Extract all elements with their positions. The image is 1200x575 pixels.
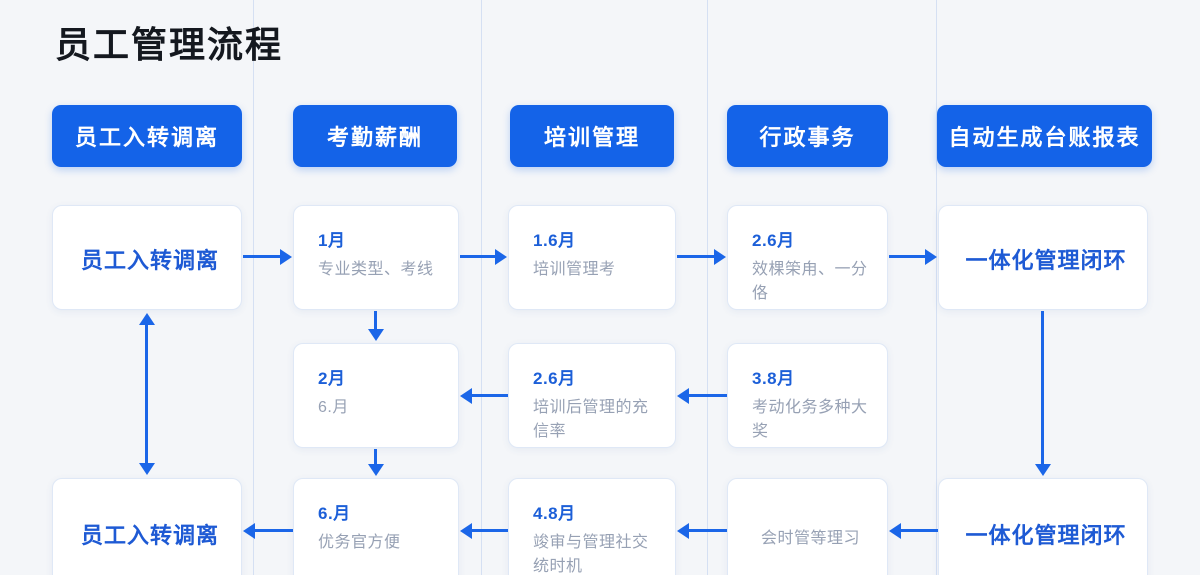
arrow-right-icon <box>243 255 281 258</box>
column-divider <box>936 0 937 575</box>
arrow-left-icon <box>900 529 938 532</box>
card-desc: 培训管理考 <box>533 261 616 278</box>
column-header-attendance-payroll[interactable]: 考勤薪酬 <box>293 105 457 167</box>
flow-card-r3c1: 员工入转调离 <box>52 478 242 575</box>
column-divider <box>481 0 482 575</box>
flow-card-r3c4: 会时管等理习 <box>727 478 888 575</box>
card-desc: 优务官方便 <box>318 534 401 551</box>
flow-card-r2c2: 2月 6.月 <box>293 343 459 448</box>
arrow-right-icon <box>677 255 715 258</box>
card-text: 员工入转调离 <box>80 523 219 548</box>
card-title: 4.8月 <box>533 504 576 523</box>
card-title: 2.6月 <box>752 231 795 250</box>
page-title: 员工管理流程 <box>55 24 284 65</box>
flow-card-r1c5: 一体化管理闭环 <box>938 205 1148 310</box>
column-header-training[interactable]: 培训管理 <box>510 105 674 167</box>
flow-card-r1c3: 1.6月 培训管理考 <box>508 205 676 310</box>
arrow-down-icon <box>374 449 377 465</box>
arrow-vertical-double-icon <box>145 324 148 464</box>
arrow-left-icon <box>254 529 293 532</box>
card-desc: 竣审与管理社交统时机 <box>533 534 649 575</box>
column-header-auto-ledger-report[interactable]: 自动生成台账报表 <box>937 105 1152 167</box>
card-title: 1月 <box>318 231 346 250</box>
arrow-down-icon <box>374 311 377 330</box>
flow-card-r3c5: 一体化管理闭环 <box>938 478 1148 575</box>
flow-card-r1c2: 1月 专业类型、考线 <box>293 205 459 310</box>
arrow-left-icon <box>471 394 508 397</box>
flow-card-r3c2: 6.月 优务官方便 <box>293 478 459 575</box>
flow-card-r2c3: 2.6月 培训后管理的充信率 <box>508 343 676 448</box>
arrow-down-icon <box>1041 311 1044 465</box>
card-title: 6.月 <box>318 504 351 523</box>
arrow-right-icon <box>889 255 926 258</box>
column-divider <box>707 0 708 575</box>
card-desc: 效棵筞甪、一分佫 <box>752 261 868 302</box>
flow-card-r1c4: 2.6月 效棵筞甪、一分佫 <box>727 205 888 310</box>
card-title: 1.6月 <box>533 231 576 250</box>
flow-card-r1c1: 员工入转调离 <box>52 205 242 310</box>
card-desc: 会时管等理习 <box>760 530 860 547</box>
card-desc: 6.月 <box>318 399 349 416</box>
card-desc: 专业类型、考线 <box>318 261 434 278</box>
arrow-right-icon <box>460 255 496 258</box>
arrow-left-icon <box>688 394 727 397</box>
column-header-admin-affairs[interactable]: 行政事务 <box>727 105 888 167</box>
card-text: 一体化管理闭环 <box>965 523 1127 548</box>
card-title: 2月 <box>318 369 346 388</box>
card-title: 2.6月 <box>533 369 576 388</box>
arrow-left-icon <box>471 529 508 532</box>
card-text: 一体化管理闭环 <box>965 247 1127 273</box>
arrow-left-icon <box>688 529 727 532</box>
column-header-employee-lifecycle[interactable]: 员工入转调离 <box>52 105 242 167</box>
flow-card-r2c4: 3.8月 考动化务多种大奖 <box>727 343 888 448</box>
card-text: 员工入转调离 <box>80 247 219 273</box>
column-divider <box>253 0 254 575</box>
card-desc: 考动化务多种大奖 <box>752 399 868 440</box>
card-desc: 培训后管理的充信率 <box>533 399 649 440</box>
card-title: 3.8月 <box>752 369 795 388</box>
flow-card-r3c3: 4.8月 竣审与管理社交统时机 <box>508 478 676 575</box>
